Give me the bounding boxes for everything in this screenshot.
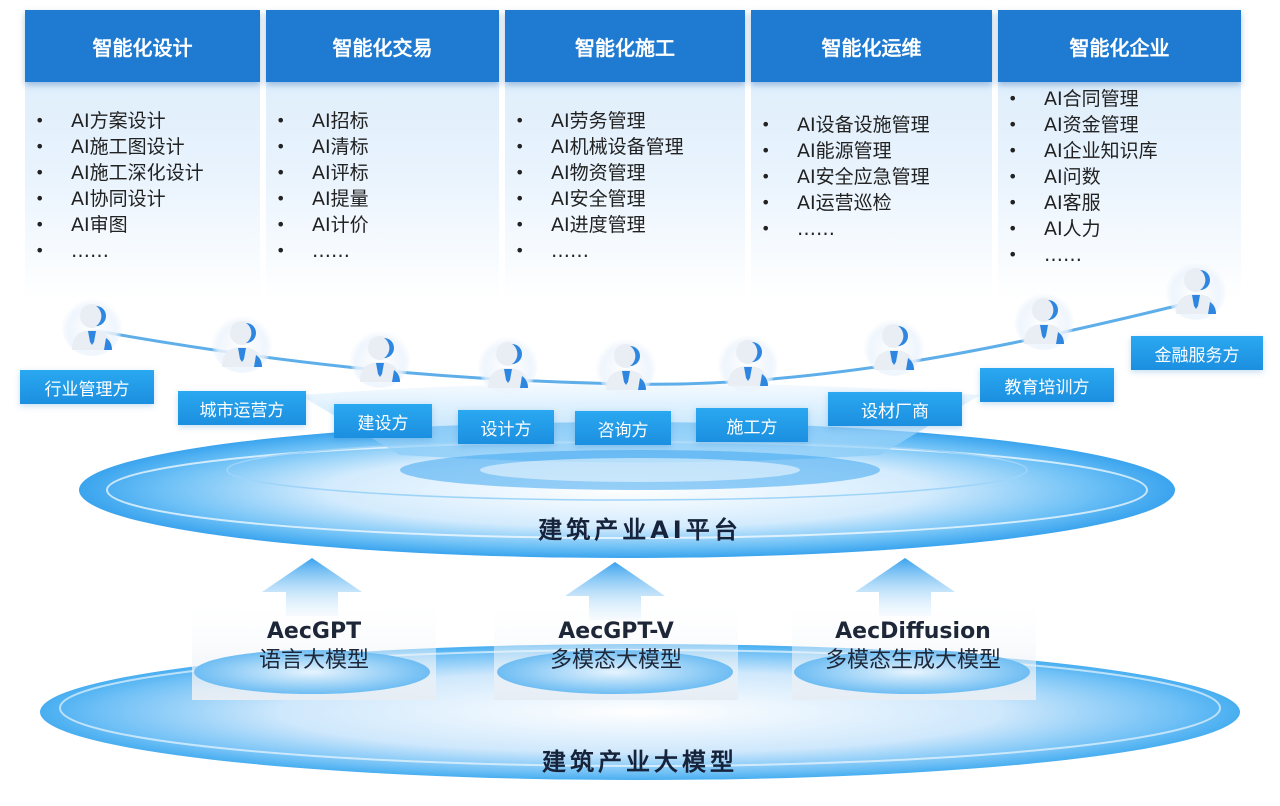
list-item: AI清标 xyxy=(266,134,369,160)
column-list: AI方案设计 AI施工图设计 AI施工深化设计 AI协同设计 AI审图 …… xyxy=(25,108,204,264)
column-list: AI合同管理 AI资金管理 AI企业知识库 AI问数 AI客服 AI人力 …… xyxy=(998,86,1158,268)
list-item: AI进度管理 xyxy=(505,212,684,238)
person-icon xyxy=(596,338,656,396)
stakeholder-tag: 教育培训方 xyxy=(980,368,1114,402)
list-item: AI企业知识库 xyxy=(998,138,1158,164)
list-item: …… xyxy=(266,238,369,264)
list-item: AI资金管理 xyxy=(998,112,1158,138)
list-item: AI合同管理 xyxy=(998,86,1158,112)
stakeholder-tag: 城市运营方 xyxy=(178,391,306,425)
model-subtitle: 语言大模型 xyxy=(258,648,369,673)
column-list: AI招标 AI清标 AI评标 AI提量 AI计价 …… xyxy=(266,108,369,264)
person-icon xyxy=(478,336,538,394)
column-trading: 智能化交易 AI招标 AI清标 AI评标 AI提量 AI计价 …… xyxy=(266,10,499,300)
list-item: AI运营巡检 xyxy=(751,190,930,216)
column-title: 智能化企业 xyxy=(998,10,1241,82)
person-icon xyxy=(212,315,272,373)
list-item: AI设备设施管理 xyxy=(751,112,930,138)
list-item: AI施工图设计 xyxy=(25,134,204,160)
model-name: AecGPT xyxy=(266,619,362,644)
model-name: AecDiffusion xyxy=(835,619,991,644)
person-icon xyxy=(1166,262,1226,320)
list-item: AI安全管理 xyxy=(505,186,684,212)
stakeholder-tag: 建设方 xyxy=(334,404,432,438)
list-item: AI问数 xyxy=(998,164,1158,190)
list-item: AI方案设计 xyxy=(25,108,204,134)
stakeholder-tag: 金融服务方 xyxy=(1131,336,1263,370)
platform-title: 建筑产业AI平台 xyxy=(538,516,742,544)
list-item: AI计价 xyxy=(266,212,369,238)
list-item: …… xyxy=(25,238,204,264)
model-aecgpt: AecGPT 语言大模型 xyxy=(192,618,436,676)
list-item: AI评标 xyxy=(266,160,369,186)
model-aecgpt-v: AecGPT-V 多模态大模型 xyxy=(494,618,738,676)
model-aecdiffusion: AecDiffusion 多模态生成大模型 xyxy=(782,618,1044,676)
list-item: AI招标 xyxy=(266,108,369,134)
column-title: 智能化设计 xyxy=(25,10,260,82)
person-icon xyxy=(718,334,778,392)
list-item: AI物资管理 xyxy=(505,160,684,186)
list-item: AI安全应急管理 xyxy=(751,164,930,190)
list-item: …… xyxy=(751,216,930,242)
list-item: AI人力 xyxy=(998,216,1158,242)
list-item: AI施工深化设计 xyxy=(25,160,204,186)
person-icon xyxy=(350,330,410,388)
list-item: AI能源管理 xyxy=(751,138,930,164)
list-item: AI协同设计 xyxy=(25,186,204,212)
column-construction: 智能化施工 AI劳务管理 AI机械设备管理 AI物资管理 AI安全管理 AI进度… xyxy=(505,10,745,300)
list-item: …… xyxy=(998,242,1158,268)
list-item: AI提量 xyxy=(266,186,369,212)
list-item: …… xyxy=(505,238,684,264)
list-item: AI机械设备管理 xyxy=(505,134,684,160)
foundation-title: 建筑产业大模型 xyxy=(542,748,738,776)
column-title: 智能化交易 xyxy=(266,10,499,82)
column-design: 智能化设计 AI方案设计 AI施工图设计 AI施工深化设计 AI协同设计 AI审… xyxy=(25,10,260,300)
stakeholder-tag: 施工方 xyxy=(696,408,808,442)
list-item: AI劳务管理 xyxy=(505,108,684,134)
stakeholder-tag: 行业管理方 xyxy=(20,370,154,404)
column-list: AI劳务管理 AI机械设备管理 AI物资管理 AI安全管理 AI进度管理 …… xyxy=(505,108,684,264)
person-icon xyxy=(1014,292,1074,350)
person-icon xyxy=(62,298,122,356)
stakeholder-tag: 设计方 xyxy=(458,410,554,444)
stakeholder-tag: 设材厂商 xyxy=(828,392,962,426)
model-name: AecGPT-V xyxy=(558,619,674,644)
list-item: AI审图 xyxy=(25,212,204,238)
column-list: AI设备设施管理 AI能源管理 AI安全应急管理 AI运营巡检 …… xyxy=(751,112,930,242)
column-operation: 智能化运维 AI设备设施管理 AI能源管理 AI安全应急管理 AI运营巡检 …… xyxy=(751,10,992,300)
model-subtitle: 多模态生成大模型 xyxy=(824,648,1001,673)
column-title: 智能化运维 xyxy=(751,10,992,82)
model-subtitle: 多模态大模型 xyxy=(549,648,682,673)
list-item: AI客服 xyxy=(998,190,1158,216)
person-icon xyxy=(864,318,924,376)
column-title: 智能化施工 xyxy=(505,10,745,82)
column-enterprise: 智能化企业 AI合同管理 AI资金管理 AI企业知识库 AI问数 AI客服 AI… xyxy=(998,10,1241,300)
stakeholder-tag: 咨询方 xyxy=(575,411,671,445)
